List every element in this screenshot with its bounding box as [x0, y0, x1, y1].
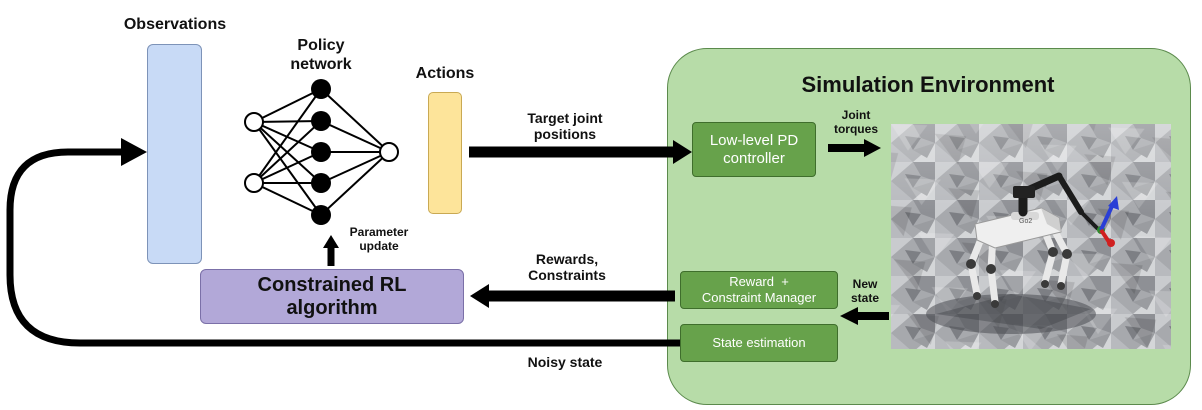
simulation-environment-title: Simulation Environment	[801, 72, 1055, 97]
actions-bar	[428, 92, 462, 214]
new-state-arrowhead	[840, 307, 858, 325]
state-estimation-box: State estimation	[680, 324, 838, 362]
network-hidden-node	[311, 173, 331, 193]
policy-network-label: Policy network	[290, 37, 352, 74]
reward-constraint-manager-box: Reward + Constraint Manager	[680, 271, 838, 309]
network-hidden-node	[311, 111, 331, 131]
rewards-constraints-arrowhead	[470, 284, 489, 308]
constrained-rl-algorithm-text: Constrained RL algorithm	[257, 273, 407, 319]
observations-label: Observations	[123, 16, 227, 33]
parameter-update-label: Parameter update	[349, 225, 409, 253]
noisy-state-loop-arrow	[6, 148, 680, 347]
joint-torques-arrowhead	[864, 139, 881, 157]
reward-manager-line1: Reward +	[729, 274, 789, 290]
robot-simulation-view: Go2	[891, 124, 1171, 349]
policy-network-graph	[253, 88, 390, 216]
network-hidden-node	[311, 205, 331, 225]
parameter-update-arrowhead	[323, 235, 339, 248]
network-input-node	[244, 173, 264, 193]
network-output-node	[379, 142, 399, 162]
pd-controller-box: Low-level PD controller	[692, 122, 816, 177]
new-state-label: New state	[850, 277, 879, 305]
noisy-state-label: Noisy state	[527, 354, 603, 370]
joint-torques-label: Joint torques	[833, 108, 878, 136]
target-joint-positions-arrowhead	[673, 140, 692, 164]
network-hidden-node	[311, 142, 331, 162]
rewards-constraints-label: Rewards, Constraints	[528, 251, 606, 284]
noisy-state-loop-arrowhead	[121, 138, 147, 166]
target-joint-positions-label: Target joint positions	[527, 110, 603, 143]
robot-badge-text: Go2	[1019, 218, 1032, 225]
constrained-rl-algorithm-box: Constrained RL algorithm	[200, 269, 464, 324]
reward-manager-line2: Constraint Manager	[701, 290, 817, 305]
pd-controller-text: Low-level PD controller	[709, 131, 799, 167]
observations-bar	[147, 44, 202, 264]
actions-label: Actions	[415, 65, 475, 82]
network-input-node	[244, 112, 264, 132]
network-hidden-node	[311, 79, 331, 99]
robot-scene-graphic: Go2	[891, 124, 1171, 349]
state-estimation-text: State estimation	[712, 335, 806, 351]
